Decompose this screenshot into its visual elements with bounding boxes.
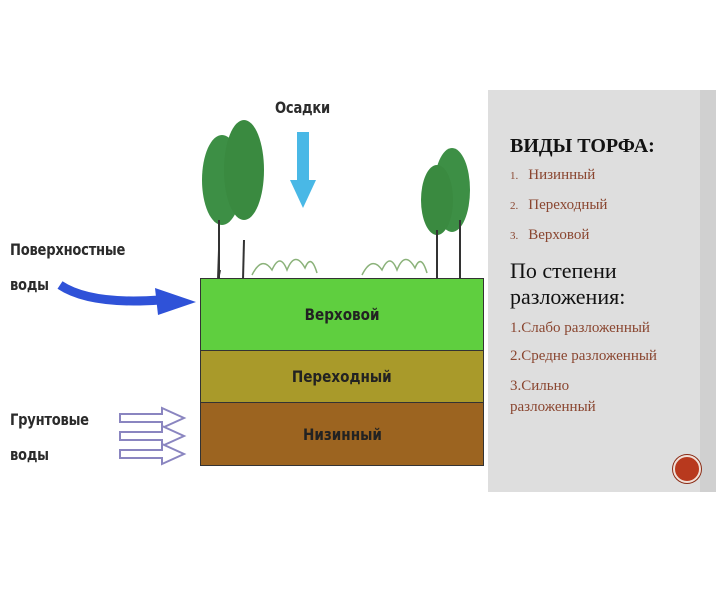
- precipitation-label: Осадки: [275, 98, 331, 117]
- layer-transitional: Переходный: [200, 350, 484, 403]
- surface-water-label-line2: воды: [10, 275, 49, 294]
- layer-label: Верховой: [304, 305, 380, 324]
- item-label: Верховой: [528, 227, 590, 243]
- tree-icon: [202, 120, 470, 281]
- precipitation-arrow-icon: [290, 132, 316, 208]
- slide-nav-button[interactable]: [673, 455, 701, 483]
- type-item: 2. Переходный: [510, 197, 607, 214]
- surface-water-arrow-icon: [57, 281, 196, 315]
- decomposition-item: 3.Сильно: [510, 378, 570, 394]
- item-number: 1.: [510, 170, 519, 182]
- layer-upland: Верховой: [200, 278, 484, 351]
- subtitle-line1: По степени: [510, 258, 617, 283]
- diagram: Осадки Поверхностные воды Грунтовые воды…: [0, 90, 488, 492]
- ground-water-arrows-icon: [119, 406, 187, 466]
- type-item: 3. Верховой: [510, 227, 589, 244]
- surface-water-label-line1: Поверхностные: [10, 240, 126, 259]
- layer-label: Низинный: [302, 424, 382, 444]
- item-number: 2.: [510, 200, 519, 212]
- panel-edge-strip: [700, 90, 716, 492]
- type-item: 1. Низинный: [510, 167, 595, 184]
- item-label: Низинный: [528, 167, 596, 183]
- decomposition-item-cont: разложенный: [510, 399, 596, 415]
- item-number: 3.: [510, 230, 519, 242]
- layer-lowland: Низинный: [200, 402, 484, 466]
- subtitle-line2: разложения:: [510, 284, 626, 309]
- decomposition-item: 1.Слабо разложенный: [510, 320, 650, 336]
- text-panel: [488, 90, 716, 492]
- layer-label: Переходный: [292, 367, 392, 386]
- item-label: Переходный: [528, 197, 608, 213]
- grass-icon: [251, 258, 428, 276]
- ground-water-label-line2: воды: [10, 445, 49, 464]
- decomposition-item: 2.Средне разложенный: [510, 348, 657, 364]
- diagram-graphics: [57, 120, 470, 466]
- panel-title: ВИДЫ ТОРФА:: [510, 135, 655, 157]
- ground-water-label-line1: Грунтовые: [10, 410, 89, 429]
